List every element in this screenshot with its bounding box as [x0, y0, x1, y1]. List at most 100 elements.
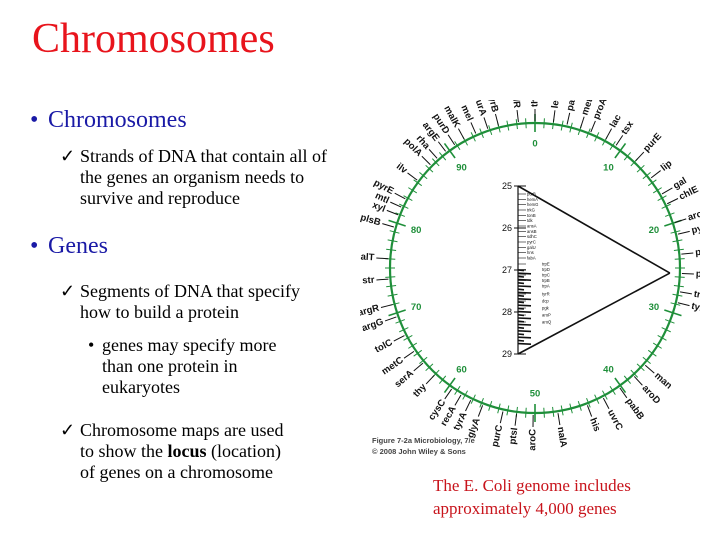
gene-label: tyrR — [690, 301, 700, 316]
zoom-connector-line — [517, 185, 671, 274]
zoom-scale-label: 25 — [502, 181, 512, 191]
zoom-gene-label: hemA — [527, 197, 538, 202]
gene-tick — [382, 223, 394, 228]
gene-label: pyrC — [695, 245, 700, 258]
ring-tick — [395, 319, 406, 324]
sub-line: than one protein in — [102, 356, 238, 376]
gene-label: nalA — [555, 426, 569, 448]
ring-tick — [647, 179, 657, 187]
zoom-dense-tick — [517, 301, 525, 304]
ring-tick — [385, 276, 396, 278]
zoom-gene-label: trpE — [542, 262, 550, 267]
ring-tick — [569, 403, 573, 414]
caption: The E. Coli genome includes approximatel… — [433, 474, 631, 520]
zoom-dense-tick — [517, 342, 532, 345]
ring-tick — [479, 128, 484, 139]
zoom-gene-label: ansB — [527, 229, 537, 234]
zoom-scale-label: 26 — [502, 223, 512, 233]
ring-minute-label: 50 — [530, 389, 541, 400]
zoom-gene-label: fabA — [527, 256, 536, 261]
gene-label: leu — [550, 100, 563, 109]
zoom-gene-label: hns — [527, 250, 534, 255]
ring-tick — [439, 375, 447, 384]
ring-tick — [577, 400, 582, 411]
zoom-gene-label: aroQ — [542, 320, 552, 325]
gene-tick — [447, 134, 456, 146]
ring-tick — [647, 349, 657, 357]
ring-tick — [657, 335, 667, 341]
gene-label: str — [362, 275, 375, 287]
gene-tick — [403, 350, 415, 359]
zoom-dense-tick — [517, 275, 525, 278]
ring-tick — [642, 172, 651, 180]
gene-tick — [605, 128, 613, 140]
check-line: of genes on a chromosome — [80, 462, 273, 482]
check-line: to show the locus (location) — [80, 441, 283, 462]
ring-tick — [462, 390, 468, 400]
zoom-dense-tick — [517, 317, 532, 320]
ring-tick — [470, 394, 476, 404]
gene-label: pyrD — [690, 221, 700, 237]
ring-tick — [439, 152, 447, 161]
ring-tick — [413, 179, 423, 187]
ring-tick — [673, 248, 684, 251]
gene-tick — [677, 230, 690, 235]
ring-tick — [506, 120, 510, 131]
ring-tick — [403, 195, 413, 201]
slide-title: Chromosomes — [32, 16, 275, 62]
gene-tick — [679, 291, 692, 295]
zoom-dense-tick — [517, 285, 532, 288]
gene-tick — [483, 117, 489, 129]
bullet-label: Chromosomes — [48, 107, 187, 133]
ring-tick — [425, 164, 434, 173]
ring-tick — [419, 356, 428, 364]
ring-tick — [623, 152, 631, 161]
gene-tick — [661, 187, 673, 195]
ring-minute-label: 30 — [649, 302, 660, 313]
ring-tick — [497, 403, 501, 414]
gene-label: ptsI — [507, 427, 520, 445]
zoom-gene-label: hemG — [527, 202, 538, 207]
ring-tick — [673, 285, 684, 288]
gene-tick — [470, 122, 477, 134]
ring-tick — [664, 309, 682, 317]
gene-tick — [425, 374, 435, 385]
ring-tick — [387, 239, 398, 243]
ring-tick — [609, 385, 616, 395]
ring-minute-label: 60 — [456, 365, 467, 376]
gene-tick — [499, 411, 504, 424]
gene-label: pabB — [623, 396, 646, 422]
ring-tick — [552, 406, 555, 417]
ring-tick — [642, 356, 651, 364]
gene-tick — [681, 252, 694, 255]
ring-tick — [408, 342, 418, 349]
zoom-gene-label: trpD — [542, 267, 550, 272]
zoom-gene-label: trpC — [542, 273, 550, 278]
gene-label: trp — [693, 289, 700, 302]
ring-tick — [543, 407, 545, 418]
check-line: the genes an organism needs to — [80, 167, 305, 187]
gene-tick — [393, 335, 405, 342]
zoom-dense-tick — [517, 294, 525, 297]
ring-tick — [560, 405, 564, 416]
ring-tick — [454, 385, 461, 395]
gene-tick — [516, 109, 519, 122]
zoom-dense-tick — [517, 326, 525, 329]
check-line: Chromosome maps are used — [80, 420, 284, 440]
gene-label: plsB — [360, 212, 382, 228]
zoom-dense-tick — [517, 298, 532, 301]
zoom-scale-label: 29 — [502, 349, 512, 359]
ring-tick — [569, 122, 573, 133]
check-item-dna-strands: ✓ Strands of DNA that contain all of the… — [60, 146, 327, 209]
bullet-genes: •Genes — [30, 234, 108, 258]
ring-tick — [594, 394, 600, 404]
figure-copyright: © 2008 John Wiley & Sons — [372, 447, 466, 456]
ring-tick — [586, 128, 591, 139]
ring-tick — [661, 203, 671, 209]
gene-tick — [413, 362, 424, 372]
ring-tick — [386, 285, 397, 288]
gene-tick — [602, 397, 610, 409]
zoom-scale-label: 28 — [502, 307, 512, 317]
gene-tick — [586, 405, 593, 417]
zoom-gene-label: galU — [527, 245, 536, 250]
